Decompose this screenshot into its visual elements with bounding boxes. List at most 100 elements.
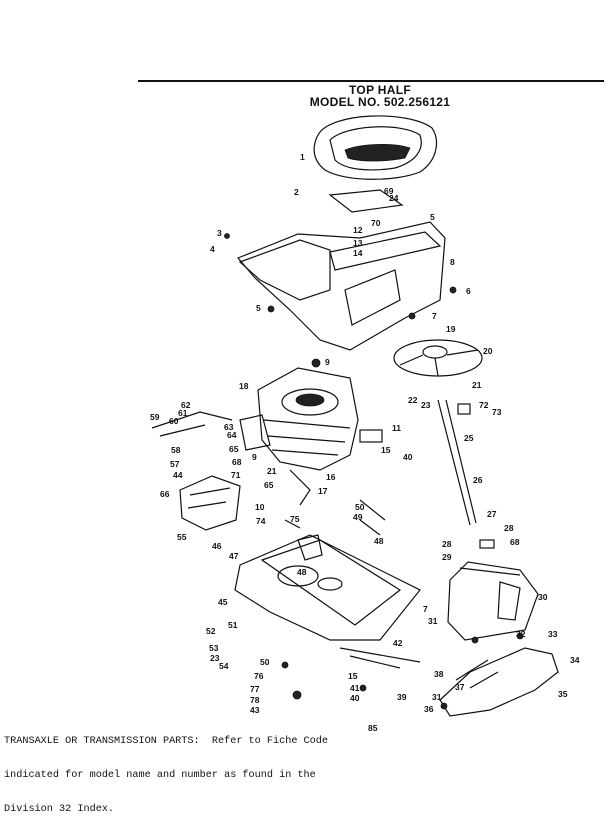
transaxle [179,475,241,531]
steering-shaft [437,399,477,526]
callout: 11 [392,423,401,433]
callout: 68 [232,457,242,467]
callout: 10 [255,502,265,512]
callout: 74 [256,516,266,526]
callout: 12 [353,225,363,235]
callout: 45 [218,597,228,607]
callout: 18 [239,381,249,391]
callout: 70 [371,218,381,228]
callout-labels: 1 2 69 24 70 12 5 3 13 14 4 8 6 5 7 19 2… [150,152,580,733]
callout: 55 [177,532,187,542]
callout: 76 [254,671,264,681]
callout: 19 [446,324,456,334]
callout: 61 [178,408,188,418]
callout: 7 [432,311,437,321]
callout: 1 [300,152,305,162]
header-rule [138,80,604,82]
callout: 9 [325,357,330,367]
callout: 38 [434,669,444,679]
callout: 77 [250,684,260,694]
steering-wheel [393,339,483,377]
callout: 72 [479,400,489,410]
callout: 31 [432,692,442,702]
callout: 5 [256,303,261,313]
diagram-title: TOP HALF [349,83,411,97]
callout: 6 [466,286,471,296]
callout: 40 [403,452,413,462]
engine [239,367,359,471]
callout: 58 [171,445,181,455]
seat-bracket [328,189,404,213]
callout: 63 [224,422,234,432]
hood-part [439,647,559,717]
callout: 27 [487,509,497,519]
callout: 73 [492,407,502,417]
callout: 15 [381,445,391,455]
callout: 31 [428,616,438,626]
callout: 65 [229,444,239,454]
callout: 44 [173,470,183,480]
callout: 69 [384,186,394,196]
callout: 9 [252,452,257,462]
parts-diagram: 1 2 69 24 70 12 5 3 13 14 4 8 6 5 7 19 2… [150,115,580,733]
callout: 29 [442,552,452,562]
callout: 52 [206,626,216,636]
callout: 7 [423,604,428,614]
console-pod [447,561,539,641]
callout: 40 [350,693,360,703]
callout: 68 [510,537,520,547]
callout: 59 [150,412,160,422]
model-number: MODEL NO. 502.256121 [309,95,451,109]
callout: 21 [472,380,482,390]
callout: 5 [430,212,435,222]
callout: 78 [250,695,260,705]
callout: 34 [570,655,580,665]
corner-number: 85 [368,723,378,733]
callout: 32 [516,629,526,639]
callout: 57 [170,459,180,469]
callout: 28 [504,523,514,533]
transaxle-footnote: TRANSAXLE OR TRANSMISSION PARTS: Refer t… [4,713,384,827]
seat-part [313,115,438,180]
callout: 50 [260,657,270,667]
callout: 33 [548,629,558,639]
callout: 14 [353,248,363,258]
callout: 2 [294,187,299,197]
footnote-line: indicated for model name and number as f… [4,770,316,782]
callout: 30 [538,592,548,602]
callout: 47 [229,551,239,561]
callout: 21 [267,466,277,476]
callout: 17 [318,486,328,496]
callout: 23 [421,400,431,410]
callout: 48 [297,567,307,577]
callout: 66 [160,489,170,499]
callout: 20 [483,346,493,356]
callout: 22 [408,395,418,405]
callout: 48 [374,536,384,546]
callout: 71 [231,470,241,480]
callout: 75 [290,514,300,524]
callout: 24 [389,193,399,203]
callout: 13 [353,238,363,248]
callout: 8 [450,257,455,267]
chassis-frame [234,534,421,641]
callout: 50 [355,502,365,512]
callout: 36 [424,704,434,714]
callout: 28 [442,539,452,549]
callout: 42 [393,638,403,648]
callout: 62 [181,400,191,410]
callout: 43 [250,705,260,715]
callout: 37 [455,682,465,692]
callout: 65 [264,480,274,490]
callout: 15 [348,671,358,681]
callout: 39 [397,692,407,702]
callout: 26 [473,475,483,485]
callout: 35 [558,689,568,699]
callout: 64 [227,430,237,440]
callout: 46 [212,541,222,551]
footnote-line: Division 32 Index. [4,804,115,816]
callout: 54 [219,661,229,671]
callout: 60 [169,416,179,426]
callout: 16 [326,472,336,482]
callout: 51 [228,620,238,630]
